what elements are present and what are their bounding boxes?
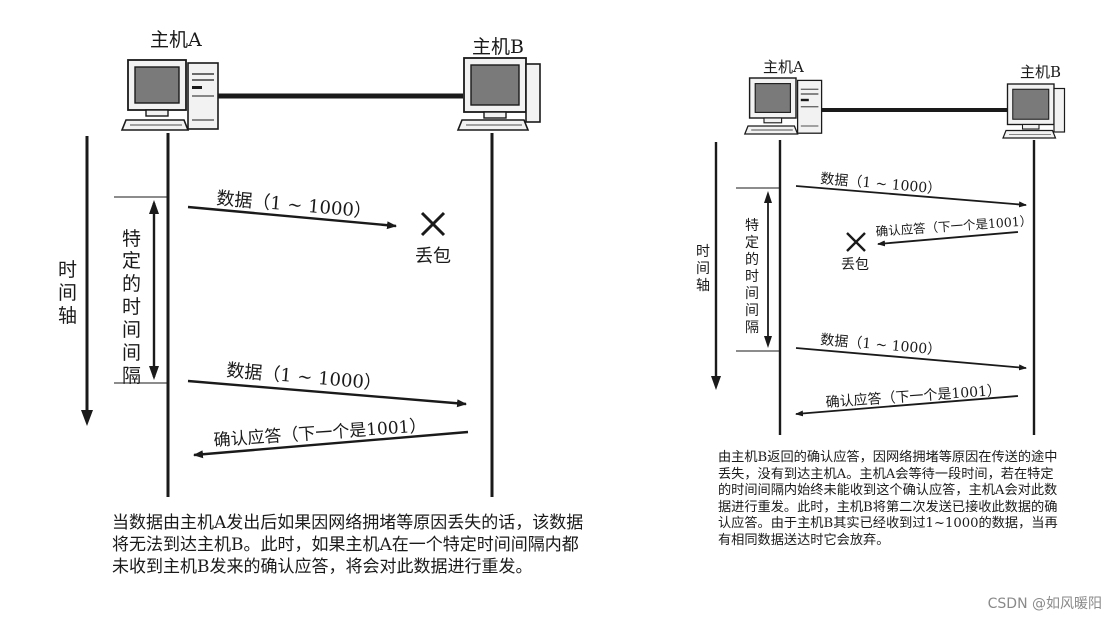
right-msg2-arrow	[795, 347, 1027, 371]
right-ack2-label: 确认应答（下一个是1001）	[825, 382, 1001, 411]
left-msg2-arrow	[187, 379, 467, 408]
right-interval-label: 特 定 的 时 间 间 隔	[745, 218, 763, 336]
right-time-axis-label: 时 间 轴	[696, 244, 714, 294]
left-interval-arrow-up	[149, 200, 159, 214]
right-host-a-computer-icon	[744, 77, 823, 135]
left-time-axis-arrowhead	[81, 410, 93, 426]
right-ack-lost-arrow	[877, 231, 1019, 247]
left-ack-label: 确认应答（下一个是1001）	[213, 416, 427, 451]
left-msg1-arrow	[187, 205, 397, 230]
left-caption: 当数据由主机A发出后如果因网络拥堵等原因丢失的话，该数据将无法到达主机B。此时，…	[112, 513, 584, 577]
left-lost-label: 丢包	[415, 246, 451, 267]
left-time-axis-label: 时 间 轴	[58, 259, 83, 327]
left-host-a-computer-icon	[121, 59, 219, 131]
right-host-b-computer-icon	[1002, 83, 1066, 139]
right-ack-lost-label: 确认应答（下一个是1001）	[875, 213, 1032, 239]
right-interval-arrow-down	[764, 336, 772, 348]
right-lost-x-icon	[846, 232, 866, 252]
left-interval-label: 特 定 的 时 间 间 隔	[122, 228, 147, 387]
left-host-b-computer-icon	[457, 57, 541, 131]
left-lost-x-icon	[420, 211, 446, 237]
right-msg1-arrow	[795, 185, 1027, 208]
right-host-b-label: 主机B	[1020, 63, 1061, 81]
left-host-b-label: 主机B	[472, 36, 524, 58]
right-ack2-arrow	[795, 395, 1019, 417]
right-interval-arrow-up	[764, 191, 772, 203]
left-ack-arrow	[193, 430, 469, 459]
left-diagram: 主机A 主机B 时 间 轴 特 定 的 时 间 间 隔	[58, 29, 541, 497]
right-lost-label: 丢包	[841, 257, 869, 273]
right-diagram: 主机A 主机B 时 间 轴 特 定 的 时 间 间	[696, 58, 1066, 435]
watermark: CSDN @如风暖阳	[987, 596, 1102, 612]
left-host-a-label: 主机A	[150, 29, 202, 51]
left-msg2-label: 数据（1 ~ 1000）	[226, 360, 383, 394]
left-interval-arrow-down	[149, 366, 159, 380]
right-caption: 由主机B返回的确认应答，因网络拥堵等原因在传送的途中丢失，没有到达主机A。主机A…	[718, 450, 1058, 548]
right-host-a-label: 主机A	[763, 58, 804, 76]
right-time-axis-arrowhead	[711, 376, 721, 390]
